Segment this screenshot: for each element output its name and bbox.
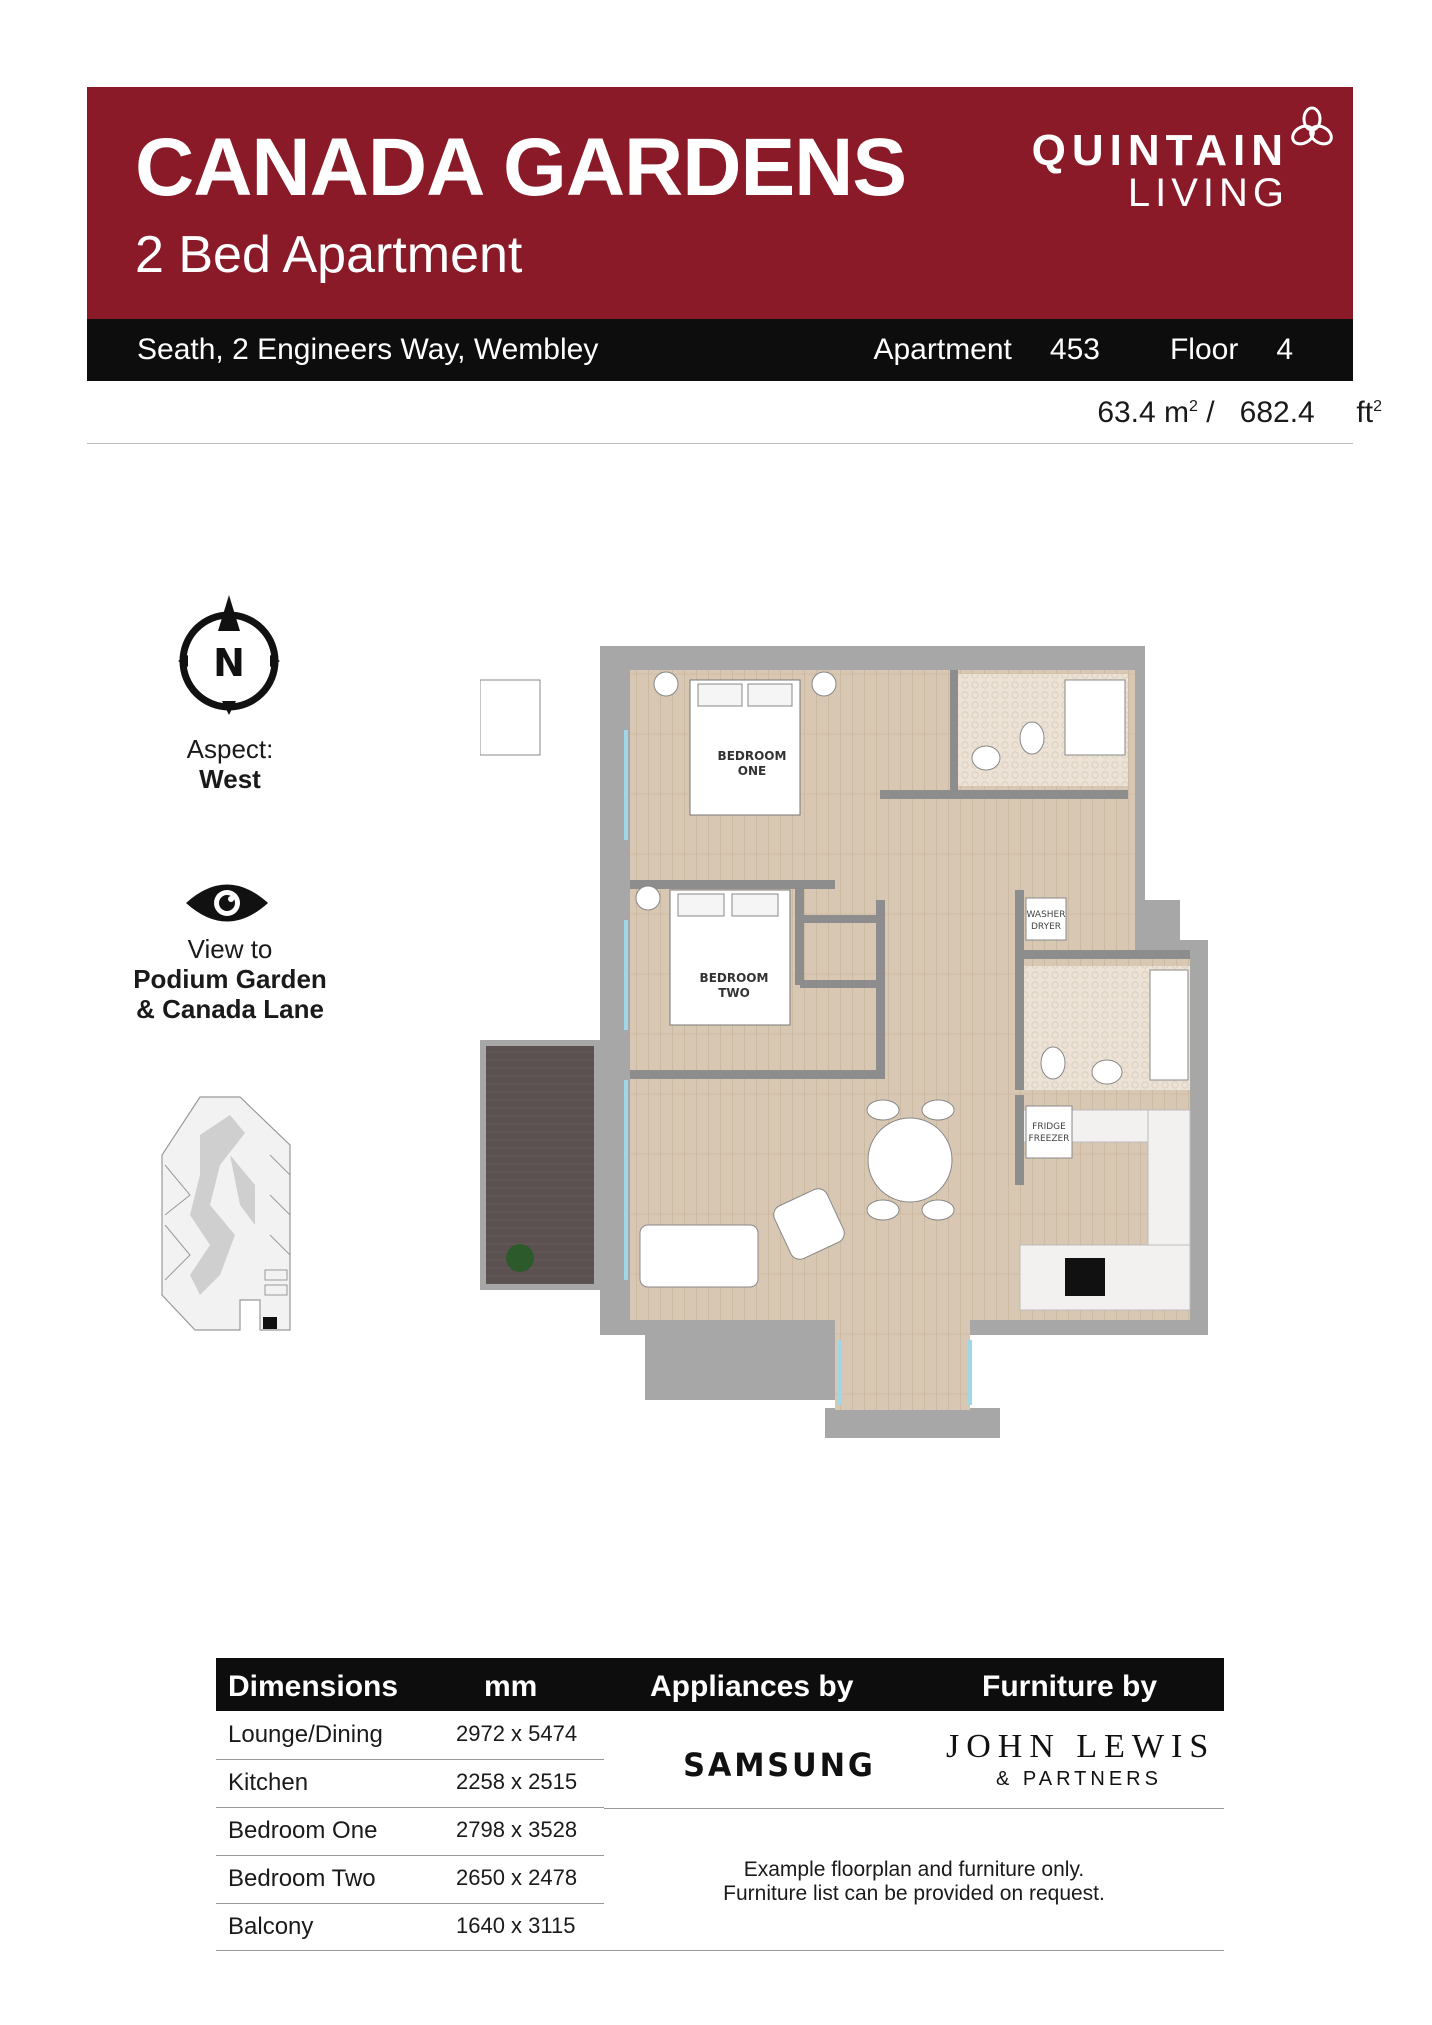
row-name: Kitchen: [228, 1769, 309, 1796]
header-furniture: Furniture by: [982, 1670, 1158, 1703]
label-bedroom-two-l1: BEDROOM: [700, 971, 769, 985]
apartment-info: Apartment 453 Floor 4: [867, 333, 1293, 367]
area-separator: /: [1206, 396, 1215, 429]
development-title: CANADA GARDENS: [135, 122, 907, 213]
table-row: Lounge/Dining 2972 x 5474: [216, 1711, 604, 1760]
apartment-number: 453: [1049, 333, 1100, 366]
address-bar: Seath, 2 Engineers Way, Wembley Apartmen…: [87, 319, 1353, 381]
building-keyplan-diagram: [161, 1096, 291, 1331]
label-washer-l2: DRYER: [1031, 922, 1061, 932]
area-readout: 63.4 m2 / 682.4 ft2: [1097, 396, 1382, 429]
compass-letter: N: [213, 641, 245, 685]
disclaimer-line2: Furniture list can be provided on reques…: [723, 1882, 1105, 1905]
apartment-label: Apartment: [873, 333, 1012, 366]
label-fridge-l1: FRIDGE: [1032, 1122, 1066, 1132]
view-line1: Podium Garden: [133, 964, 327, 994]
brand-name-line2: LIVING: [1127, 171, 1289, 215]
john-lewis-partners: & PARTNERS: [996, 1768, 1162, 1790]
header-banner: CANADA GARDENS 2 Bed Apartment QUINTAIN …: [87, 87, 1353, 319]
label-fridge-l2: FREEZER: [1029, 1134, 1070, 1144]
eye-icon: [186, 884, 268, 922]
row-value: 2650 x 2478: [456, 1865, 578, 1890]
view-line2: & Canada Lane: [136, 994, 324, 1024]
samsung-logo: SAMSUNG: [683, 1746, 876, 1784]
header-dimensions: Dimensions: [228, 1670, 399, 1703]
label-bedroom-one-l1: BEDROOM: [718, 749, 787, 763]
label-bedroom-two-l2: TWO: [718, 986, 750, 1000]
john-lewis-logo: JOHN LEWIS: [946, 1728, 1216, 1765]
address: Seath, 2 Engineers Way, Wembley: [137, 333, 599, 366]
view-label: View to: [187, 934, 273, 964]
table-row: Kitchen 2258 x 2515: [216, 1759, 604, 1808]
row-value: 1640 x 3115: [456, 1913, 576, 1938]
header-appliances: Appliances by: [650, 1670, 854, 1703]
label-bedroom-one-l2: ONE: [738, 764, 766, 778]
floor-number: 4: [1276, 333, 1293, 366]
divider: [216, 1950, 1224, 1951]
table-header: Dimensions mm Appliances by Furniture by: [216, 1658, 1224, 1711]
apartment-floorplan: BEDROOM ONE BEDROOM TWO WASHER DRYER FRI…: [480, 646, 1208, 1438]
label-washer-l1: WASHER: [1027, 910, 1066, 920]
row-value: 2258 x 2515: [456, 1769, 578, 1794]
brand-name-line1: QUINTAIN: [1031, 126, 1289, 175]
row-name: Lounge/Dining: [228, 1721, 383, 1748]
row-name: Bedroom Two: [228, 1865, 376, 1892]
table-row: Bedroom Two 2650 x 2478: [216, 1855, 604, 1904]
disclaimer-line1: Example floorplan and furniture only.: [743, 1858, 1085, 1881]
row-name: Balcony: [228, 1913, 314, 1940]
area-sqm-unit: m: [1164, 396, 1190, 429]
area-sqm-value: 63.4: [1097, 396, 1156, 429]
header-mm: mm: [484, 1670, 538, 1703]
compass-icon: N: [178, 595, 280, 715]
table-row: Balcony 1640 x 3115: [216, 1903, 604, 1951]
row-value: 2972 x 5474: [456, 1721, 578, 1746]
apartment-type: 2 Bed Apartment: [135, 226, 523, 284]
row-value: 2798 x 3528: [456, 1817, 578, 1842]
row-name: Bedroom One: [228, 1817, 378, 1844]
divider: [604, 1808, 1224, 1809]
floor-label: Floor: [1169, 333, 1239, 366]
quintain-logo-icon: [1291, 106, 1333, 146]
area-sqft-unit: ft: [1356, 396, 1374, 429]
table-row: Bedroom One 2798 x 3528: [216, 1807, 604, 1856]
aspect-label: Aspect:: [186, 734, 274, 764]
divider: [87, 443, 1353, 444]
area-sqft-value: 682.4: [1239, 396, 1315, 429]
aspect-value: West: [199, 764, 261, 794]
